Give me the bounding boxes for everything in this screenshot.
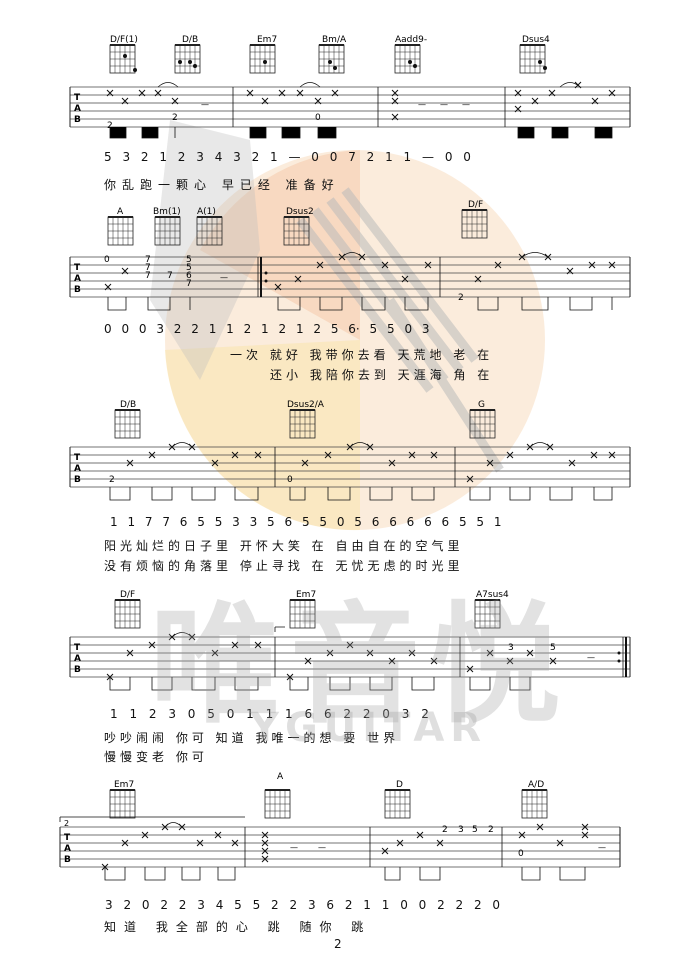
svg-text:Dsus4: Dsus4 — [522, 35, 550, 45]
svg-text:—: — — [220, 273, 228, 282]
svg-text:5: 5 — [472, 825, 478, 835]
svg-text:D/F: D/F — [120, 590, 135, 600]
svg-text:Em7: Em7 — [257, 35, 277, 45]
svg-text:2: 2 — [109, 475, 115, 485]
svg-text:7: 7 — [145, 263, 151, 273]
svg-text:5: 5 — [186, 255, 192, 265]
svg-text:—: — — [598, 843, 606, 852]
svg-text:Em7: Em7 — [114, 780, 134, 790]
svg-text:6: 6 — [186, 271, 192, 281]
svg-text:—: — — [587, 653, 595, 662]
svg-text:Dsus2: Dsus2 — [286, 207, 314, 217]
system-5-lyric-1: 知道 我全部的心 跳 随你 跳 — [104, 920, 372, 934]
system-1-numbered: 5 3 2 1 2 3 4 3 2 1 — 0 0 7 2 1 1 — 0 0 — [104, 150, 471, 164]
system-2-lyric-2: 还小 我陪你去到 天涯海 角 在 — [270, 368, 494, 382]
svg-text:A: A — [277, 772, 284, 782]
svg-text:7: 7 — [145, 255, 151, 265]
svg-text:D/B: D/B — [120, 400, 136, 410]
svg-text:—: — — [418, 100, 426, 109]
system-4-lyric-2: 慢慢变老 你可 — [104, 750, 208, 764]
watermark-subtitle: YGUITAR — [250, 705, 488, 751]
svg-text:—: — — [462, 100, 470, 109]
svg-text:D: D — [396, 780, 403, 790]
system-4-numbered: 1 1 2 3 0 5 0 1 1 1 6 6 2 2 0 3 2 — [110, 707, 429, 721]
svg-text:7: 7 — [186, 279, 192, 289]
svg-text:5: 5 — [186, 263, 192, 273]
svg-text:—: — — [440, 100, 448, 109]
system-2-numbered: 0 0 0 3 2 2 1 1 2 1 2 1 2 5 6· 5 5 0 3 — [104, 322, 430, 336]
svg-text:Bm/A: Bm/A — [322, 35, 347, 45]
svg-text:G: G — [478, 400, 485, 410]
svg-text:2: 2 — [107, 121, 113, 131]
svg-text:A: A — [117, 207, 124, 217]
svg-text:D/B: D/B — [182, 35, 198, 45]
svg-text:A/D: A/D — [528, 780, 544, 790]
svg-text:—: — — [201, 100, 209, 109]
system-3-lyric-2: 没有烦恼的角落里 停止寻找 在 无忧无虑的时光里 — [104, 559, 464, 573]
svg-text:2: 2 — [64, 819, 69, 828]
svg-text:2: 2 — [458, 293, 464, 303]
system-2-lyric-1: 一次 就好 我带你去看 天荒地 老 在 — [230, 348, 494, 362]
svg-text:A(1): A(1) — [197, 207, 216, 217]
system-3-numbered: 1 1 7 7 6 5 5 3 3 5 6 5 5 0 5 6 6 6 6 6 … — [110, 515, 502, 529]
svg-text:—: — — [290, 843, 298, 852]
svg-text:Aadd9-: Aadd9- — [395, 35, 427, 45]
svg-text:2: 2 — [488, 825, 494, 835]
svg-text:5: 5 — [550, 643, 556, 653]
svg-text:Em7: Em7 — [296, 590, 316, 600]
svg-text:3: 3 — [458, 825, 464, 835]
svg-text:Dsus2/A: Dsus2/A — [287, 400, 325, 410]
svg-text:2: 2 — [442, 825, 448, 835]
svg-text:Bm(1): Bm(1) — [153, 207, 181, 217]
svg-text:2: 2 — [172, 113, 178, 123]
svg-text:D/F: D/F — [468, 200, 483, 210]
svg-text:A7sus4: A7sus4 — [476, 590, 509, 600]
svg-text:0: 0 — [287, 475, 293, 485]
svg-text:0: 0 — [315, 113, 321, 123]
system-3-lyric-1: 阳光灿烂的日子里 开怀大笑 在 自由自在的空气里 — [104, 539, 464, 553]
system-4-lyric-1: 吵吵闹闹 你可 知道 我唯一的想 要 世界 — [104, 731, 400, 745]
svg-text:7: 7 — [167, 271, 173, 281]
system-5-numbered: 3 2 0 2 2 3 4 5 5 2 2 3 6 2 1 1 0 0 2 2 … — [105, 898, 501, 912]
svg-text:7: 7 — [145, 271, 151, 281]
svg-text:3: 3 — [508, 643, 514, 653]
system-1-lyric-1: 你乱跑一颗心 早已经 准备好 — [104, 178, 340, 192]
svg-text:0: 0 — [518, 849, 524, 859]
svg-text:0: 0 — [104, 255, 110, 265]
svg-text:D/F(1): D/F(1) — [110, 35, 138, 45]
page-number: 2 — [334, 937, 342, 951]
svg-text:—: — — [318, 843, 326, 852]
watermark-text: 唯音悦 — [150, 589, 571, 741]
